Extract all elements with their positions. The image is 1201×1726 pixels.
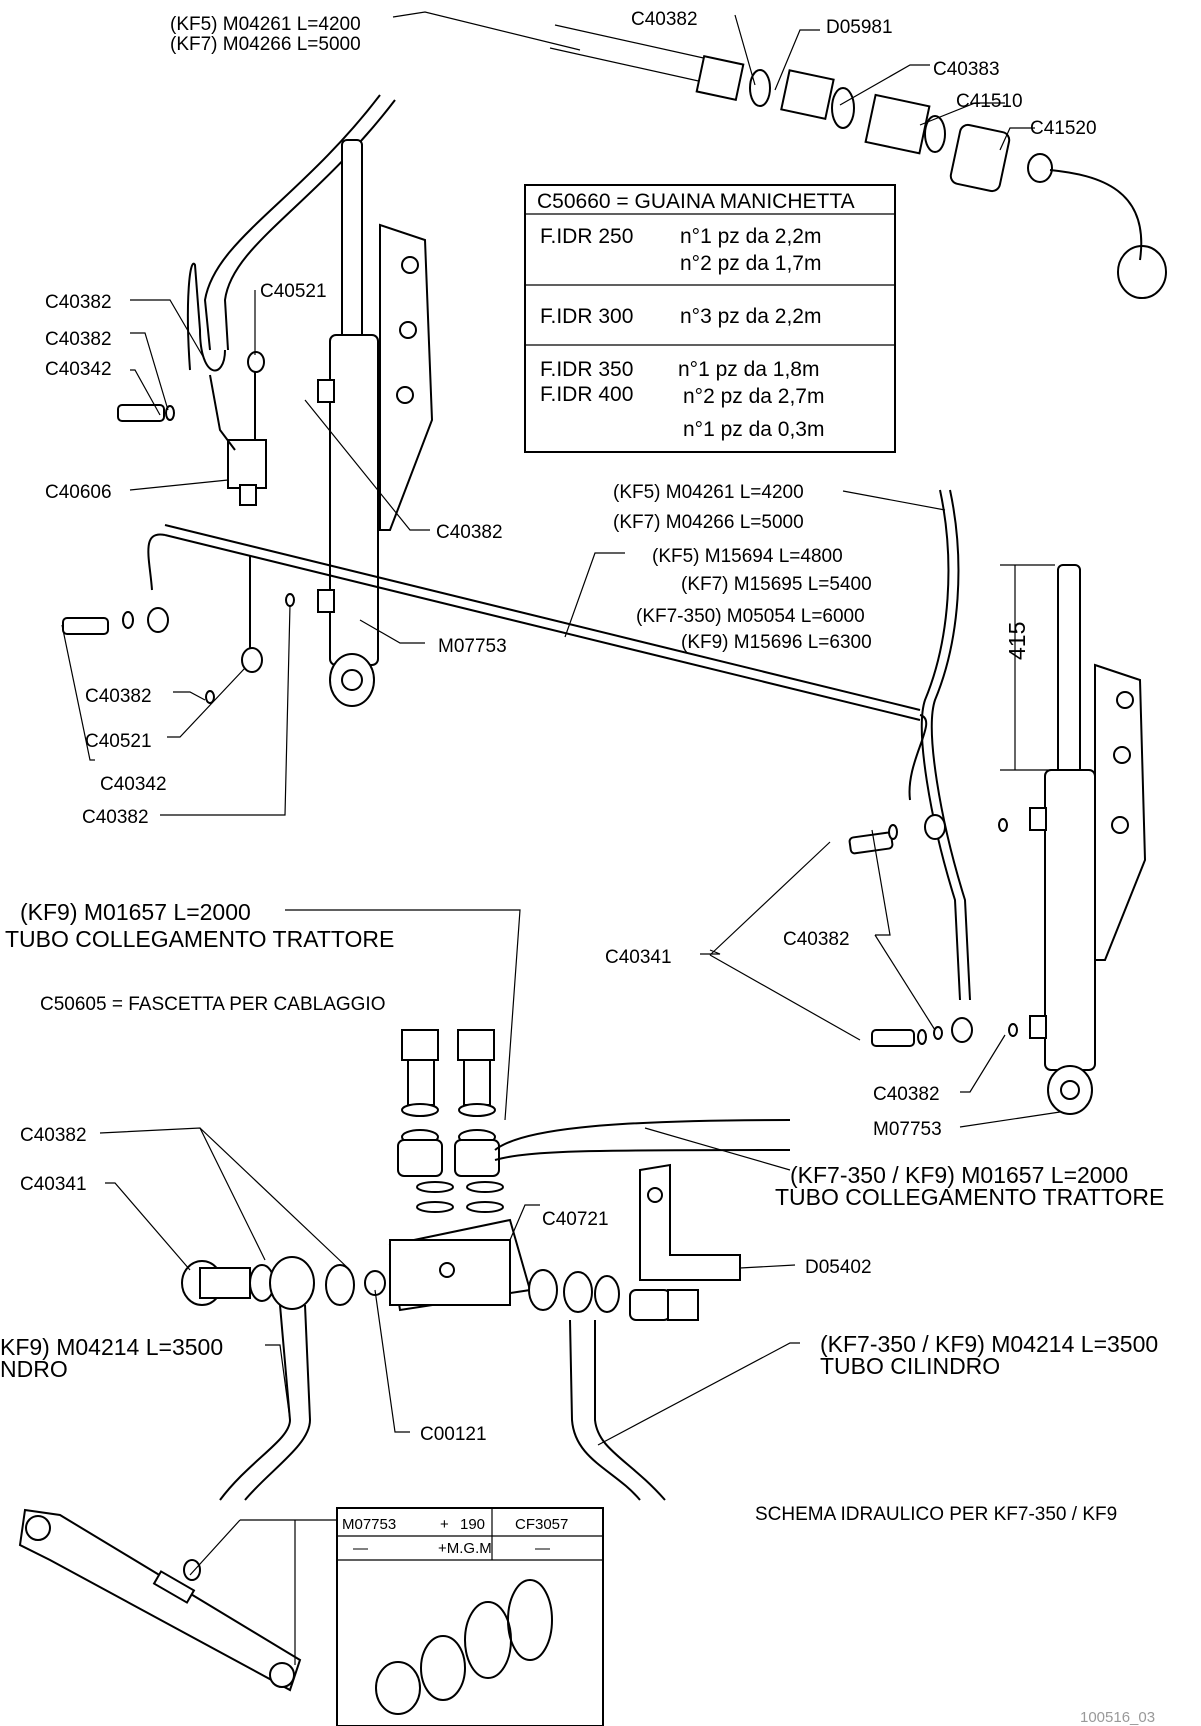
- c00121-label: C00121: [420, 1424, 487, 1445]
- sheath-row-2-model: F.IDR 300: [540, 305, 633, 328]
- sheath-row-3-line-1: n°1 pz da 1,8m: [678, 358, 819, 381]
- c40382-top-label: C40382: [631, 9, 698, 30]
- c40382-d-label: C40382: [85, 686, 152, 707]
- sheath-row-1-model: F.IDR 250: [540, 225, 633, 248]
- c40342-b-label: C40342: [100, 774, 167, 795]
- sheath-table-header: C50660 = GUAINA MANICHETTA: [537, 190, 855, 213]
- left-valve-block: [117, 262, 267, 506]
- schema-label: SCHEMA IDRAULICO PER KF7-350 / KF9: [755, 1504, 1117, 1525]
- left-cylinder: [317, 139, 434, 707]
- c40382-e-label: C40382: [82, 807, 149, 828]
- right-hose-label-2: (KF7) M04266 L=5000: [613, 512, 804, 533]
- left-cyl-tube-label-1: KF9) M04214 L=3500: [0, 1334, 223, 1360]
- c50605-label: C50605 = FASCETTA PER CABLAGGIO: [40, 994, 385, 1015]
- c40341-a-label: C40341: [605, 947, 672, 968]
- left-cyl-tube-label-2: NDRO: [0, 1356, 68, 1382]
- dimension-415: 415: [1004, 622, 1030, 660]
- long-pipe-assembly: [62, 524, 928, 801]
- sheath-row-3-model-2: F.IDR 400: [540, 383, 633, 406]
- c40382-a-label: C40382: [45, 292, 112, 313]
- c40341-b-label: C40341: [20, 1174, 87, 1195]
- seal-kit-dash-2: —: [535, 1540, 550, 1557]
- c40606-label: C40606: [45, 482, 112, 503]
- right-cyl-tube-label-1: (KF7-350 / KF9) M04214 L=3500: [820, 1331, 1158, 1357]
- c40382-h-label: C40382: [20, 1125, 87, 1146]
- long-pipe-label-3: (KF7-350) M05054 L=6000: [636, 606, 865, 627]
- d05981-label: D05981: [826, 17, 893, 38]
- right-cyl-tube-label-2: TUBO CILINDRO: [820, 1353, 1000, 1379]
- c40721-label: C40721: [542, 1209, 609, 1230]
- m07753-a-label: M07753: [438, 636, 507, 657]
- top-coupling-assembly: [203, 24, 1167, 351]
- top-hose-label-2: (KF7) M04266 L=5000: [170, 34, 361, 55]
- m07753-b-label: M07753: [873, 1119, 942, 1140]
- right-cylinder: [848, 489, 1147, 1115]
- seal-kit-num: 190: [460, 1516, 485, 1533]
- kf7-tube-label-1: (KF7-350 / KF9) M01657 L=2000: [790, 1162, 1128, 1188]
- right-hose-label-1: (KF5) M04261 L=4200: [613, 482, 804, 503]
- c40521-b-label: C40521: [85, 731, 152, 752]
- long-pipe-label-1: (KF5) M15694 L=4800: [652, 546, 843, 567]
- seal-kit-box: [189, 1507, 604, 1726]
- c40382-g-label: C40382: [873, 1084, 940, 1105]
- c40382-b-label: C40382: [45, 329, 112, 350]
- sheath-row-1-line-2: n°2 pz da 1,7m: [680, 252, 821, 275]
- c40342-a-label: C40342: [45, 359, 112, 380]
- seal-kit-ref: CF3057: [515, 1516, 568, 1533]
- long-pipe-label-2: (KF7) M15695 L=5400: [681, 574, 872, 595]
- c40382-f-label: C40382: [783, 929, 850, 950]
- sheath-row-2-line-1: n°3 pz da 2,2m: [680, 305, 821, 328]
- c40521-a-label: C40521: [260, 281, 327, 302]
- top-hose-label-1: (KF5) M04261 L=4200: [170, 14, 361, 35]
- kf9-tube-label-2: TUBO COLLEGAMENTO TRATTORE: [5, 926, 394, 952]
- sheath-table: C50660 = GUAINA MANICHETTA F.IDR 250 n°1…: [524, 184, 896, 453]
- c41520-label: C41520: [1030, 118, 1097, 139]
- kf7-tube-label-2: TUBO COLLEGAMENTO TRATTORE: [775, 1184, 1164, 1210]
- d05402-label: D05402: [805, 1257, 872, 1278]
- bottom-left-cylinder: [18, 1508, 302, 1692]
- seal-kit-code: M07753: [342, 1516, 396, 1533]
- seal-kit-mgm: +M.G.M: [438, 1540, 492, 1557]
- c40382-c-label: C40382: [436, 522, 503, 543]
- long-pipe-label-4: (KF9) M15696 L=6300: [681, 632, 872, 653]
- sheath-row-3-line-2: n°2 pz da 2,7m: [683, 385, 824, 408]
- leader-lines: [61, 11, 1061, 1446]
- sheath-row-3-model-1: F.IDR 350: [540, 358, 633, 381]
- c41510-label: C41510: [956, 91, 1023, 112]
- c40383-label: C40383: [933, 59, 1000, 80]
- kf9-tube-label-1: (KF9) M01657 L=2000: [20, 899, 251, 925]
- lower-valve-assembly: [181, 1029, 791, 1501]
- sheath-row-3-line-3: n°1 pz da 0,3m: [683, 418, 824, 441]
- drawing-number: 100516_03: [1080, 1709, 1155, 1726]
- sheath-row-1-line-1: n°1 pz da 2,2m: [680, 225, 821, 248]
- seal-kit-dash-1: —: [353, 1540, 368, 1557]
- seal-kit-plus: +: [440, 1516, 449, 1533]
